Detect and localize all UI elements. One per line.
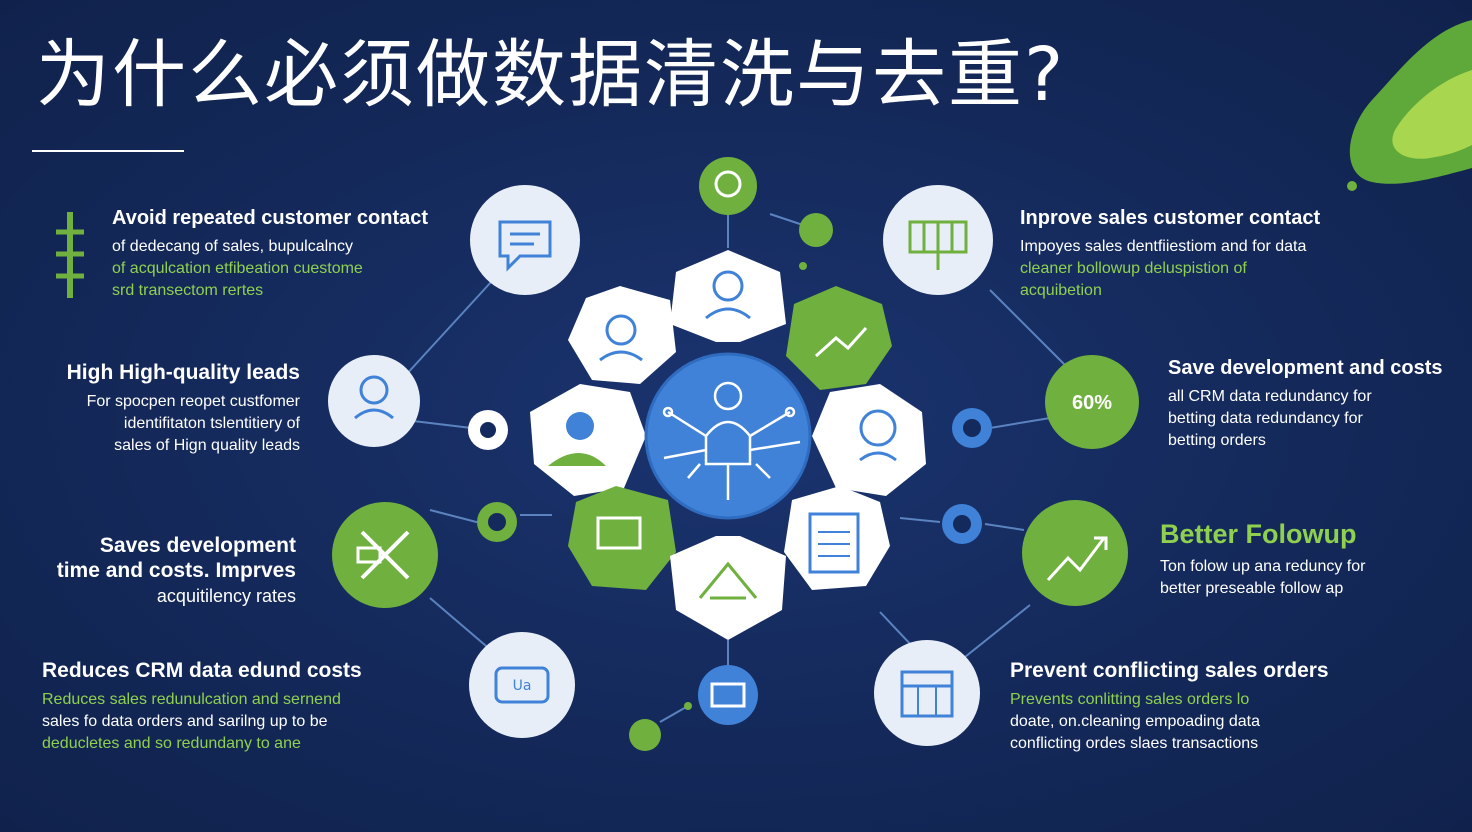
- block-reduces-crm: Reduces CRM data edund costs Reduces sal…: [42, 658, 362, 755]
- block-save-dev-costs: Save development and costs all CRM data …: [1168, 356, 1443, 452]
- block-high-quality: High High-quality leads For spocpen reop…: [67, 360, 300, 457]
- block-line: of acqulcation etfibeation cuestome: [112, 260, 363, 277]
- network-person-icon: [644, 352, 812, 520]
- block-heading: High High-quality leads: [66, 361, 300, 384]
- tools-icon: [332, 502, 438, 608]
- petal-right: [812, 384, 926, 496]
- block-line: acquitilency rates: [156, 586, 296, 607]
- block-line: conflicting ordes slaes transactions: [1010, 735, 1259, 753]
- block-line: Saves development: [99, 534, 296, 557]
- ladder-icon: [883, 185, 993, 295]
- block-better-followup: Better Folowup Ton folow up ana reduncy …: [1160, 518, 1365, 600]
- block-line: acquibetion: [1020, 282, 1102, 299]
- block-line: identifitaton tslentitiery of: [123, 415, 300, 433]
- block-heading: Inprove sales customer contact: [1020, 207, 1321, 229]
- block-heading: Prevent conflicting sales orders: [1010, 659, 1329, 682]
- ring-node: [477, 502, 517, 542]
- block-line: better preseable follow ap: [1160, 580, 1344, 598]
- calendar-icon: [874, 640, 980, 746]
- tree-icon: [56, 212, 84, 298]
- block-line: Impoyes sales dentfiiestiom and for data: [1020, 238, 1307, 255]
- block-line: betting data redundancy for: [1168, 410, 1363, 427]
- ring-node: [952, 408, 992, 448]
- decorative-blob-icon: [1347, 20, 1472, 191]
- ring-node: [799, 213, 833, 270]
- block-avoid-contact: Avoid repeated customer contact of dedec…: [112, 206, 428, 302]
- ring-node: [468, 410, 508, 450]
- petal-top-right: [786, 286, 892, 390]
- block-saves-dev: Saves development time and costs. Imprve…: [57, 533, 296, 609]
- petal-bottom: [670, 536, 786, 640]
- block-line: deducletes and so redundany to ane: [42, 735, 301, 753]
- box-icon: Ua: [469, 632, 575, 738]
- title-underline: [32, 150, 184, 152]
- block-line: sales fo data orders and sarilng up to b…: [42, 713, 328, 731]
- block-line: Reduces sales redunulcation and sernend: [42, 691, 341, 709]
- block-line: srd transectom rertes: [112, 282, 264, 299]
- percent-badge-label: 60%: [1072, 392, 1112, 414]
- petal-top: [670, 250, 786, 342]
- petal-bottom-right: [784, 486, 890, 590]
- block-line: of dedecang of sales, bupulcalncy: [112, 238, 354, 255]
- ring-node: [629, 702, 692, 751]
- ring-node: [699, 157, 757, 215]
- block-line: cleaner bollowup deluspistion of: [1020, 260, 1247, 277]
- block-line: sales of Hign quality leads: [114, 437, 300, 455]
- ring-node: [942, 504, 982, 544]
- block-improve-sales: Inprove sales customer contact Impoyes s…: [1020, 206, 1320, 302]
- block-line: Ton folow up ana reduncy for: [1160, 558, 1366, 576]
- block-heading: Save development and costs: [1168, 357, 1443, 379]
- growth-chart-icon: [1022, 500, 1128, 606]
- petal-left: [530, 384, 646, 496]
- block-line: Prevents conlitting sales orders lo: [1010, 691, 1250, 709]
- svg-text:Ua: Ua: [513, 678, 532, 694]
- block-heading: Avoid repeated customer contact: [112, 207, 429, 229]
- person-icon: [328, 355, 420, 447]
- percent-badge: 60%: [1045, 355, 1139, 449]
- ring-node: [698, 665, 758, 725]
- block-line: time and costs. Imprves: [56, 559, 296, 583]
- block-line: betting orders: [1168, 432, 1266, 449]
- block-line: For spocpen reopet custfomer: [86, 393, 300, 411]
- petal-top-left: [568, 286, 676, 384]
- block-heading: Reduces CRM data edund costs: [42, 659, 362, 682]
- block-prevent-conflict: Prevent conflicting sales orders Prevent…: [1010, 658, 1329, 755]
- block-heading: Better Folowup: [1160, 519, 1357, 549]
- page-title: 为什么必须做数据清洗与去重?: [36, 32, 1066, 118]
- block-line: all CRM data redundancy for: [1168, 388, 1372, 405]
- petal-bottom-left: [568, 486, 676, 590]
- block-line: doate, on.cleaning empoading data: [1010, 713, 1260, 731]
- speech-bubble-icon: [470, 185, 580, 295]
